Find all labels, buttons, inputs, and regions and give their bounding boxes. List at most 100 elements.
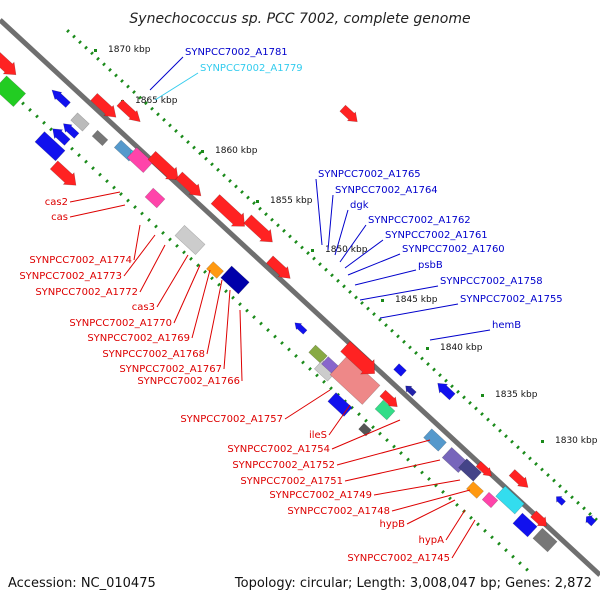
tick-mark [300, 245, 304, 250]
tick-mark [492, 423, 496, 428]
gene-label: SYNPCC7002_A1755 [460, 294, 563, 305]
tick-mark [114, 73, 118, 78]
gene-feature[interactable] [434, 379, 457, 401]
gene-feature[interactable] [292, 320, 308, 335]
tick-mark [49, 127, 53, 132]
tick-mark [534, 462, 538, 466]
ruler-label: 1840 kbp [440, 343, 483, 353]
gene-feature[interactable] [529, 509, 550, 530]
tick-mark [510, 439, 514, 444]
label-leader [149, 56, 184, 91]
tick-mark [354, 295, 358, 300]
gene-feature[interactable] [339, 339, 382, 381]
gene-feature[interactable] [49, 124, 72, 146]
gene-feature[interactable] [423, 428, 447, 452]
ruler-tick [201, 150, 204, 153]
tick-mark [28, 107, 32, 112]
tick-mark [245, 308, 249, 313]
gene-feature[interactable] [60, 120, 80, 140]
label-leader [354, 269, 417, 286]
tick-mark [438, 373, 442, 378]
tick-mark [516, 445, 520, 450]
tick-mark [126, 84, 130, 89]
tick-mark [90, 51, 94, 56]
tick-mark [216, 167, 220, 172]
tick-mark [364, 418, 368, 423]
gene-feature[interactable] [89, 92, 121, 123]
gene-feature[interactable] [265, 254, 295, 283]
gene-feature[interactable] [34, 131, 66, 162]
gene-feature[interactable] [327, 392, 353, 417]
gene-feature[interactable] [126, 147, 154, 173]
gene-feature[interactable] [374, 399, 396, 421]
tick-mark [420, 470, 424, 475]
tick-mark [504, 434, 508, 439]
gene-feature[interactable] [49, 86, 72, 108]
ruler-tick [256, 200, 259, 203]
gene-feature[interactable] [0, 75, 27, 108]
tick-mark [203, 269, 207, 274]
gene-feature[interactable] [379, 389, 402, 411]
gene-feature[interactable] [206, 261, 224, 279]
gene-feature[interactable] [49, 159, 82, 191]
gene-label: SYNPCC7002_A1774 [29, 255, 132, 266]
gene-label: psbB [418, 260, 443, 271]
gene-feature[interactable] [116, 98, 145, 126]
gene-feature[interactable] [91, 129, 109, 147]
gene-feature[interactable] [466, 481, 484, 499]
gene-feature[interactable] [144, 187, 166, 209]
gene-feature[interactable] [339, 104, 362, 126]
gene-feature[interactable] [0, 49, 21, 81]
tick-mark [138, 95, 142, 100]
gene-feature[interactable] [174, 225, 206, 255]
gene-feature[interactable] [554, 494, 567, 507]
gene-feature[interactable] [508, 468, 532, 492]
label-leader [327, 194, 334, 251]
gene-feature[interactable] [495, 485, 525, 515]
gene-feature[interactable] [512, 512, 538, 538]
tick-mark [35, 114, 39, 119]
tick-mark [182, 250, 186, 255]
gene-feature[interactable] [458, 458, 482, 482]
tick-mark [133, 205, 137, 209]
gene-feature[interactable] [308, 344, 328, 364]
label-leader [429, 329, 491, 341]
tick-mark [66, 29, 70, 33]
gene-feature[interactable] [583, 513, 597, 527]
tick-mark [315, 373, 319, 378]
tick-mark [150, 106, 154, 111]
gene-feature[interactable] [146, 150, 183, 186]
gene-feature[interactable] [70, 112, 90, 132]
gene-feature[interactable] [403, 383, 417, 397]
gene-feature[interactable] [532, 527, 558, 553]
tick-mark [144, 101, 148, 106]
tick-mark [204, 156, 208, 161]
label-leader [331, 419, 401, 450]
tick-mark [582, 506, 586, 511]
gene-label: SYNPCC7002_A1757 [180, 414, 283, 425]
gene-feature[interactable] [358, 422, 372, 437]
tick-mark [348, 289, 352, 294]
tick-mark [266, 328, 270, 332]
gene-feature[interactable] [220, 265, 250, 295]
tick-mark [392, 444, 396, 449]
gene-feature[interactable] [481, 491, 499, 509]
tick-mark [528, 456, 532, 461]
gene-feature[interactable] [209, 193, 251, 233]
tick-mark [180, 134, 184, 139]
tick-mark [175, 243, 179, 248]
ruler-label: 1865 kbp [135, 96, 178, 106]
tick-mark [96, 56, 100, 61]
tick-mark [396, 334, 400, 339]
tick-mark [455, 502, 459, 507]
tick-mark [426, 362, 430, 366]
gene-label: SYNPCC7002_A1764 [335, 185, 438, 196]
tick-mark [238, 302, 242, 307]
tick-mark [132, 90, 136, 95]
gene-feature[interactable] [475, 460, 495, 480]
gene-feature[interactable] [242, 213, 278, 248]
label-leader [328, 404, 351, 436]
gene-feature[interactable] [174, 170, 206, 201]
gene-label: cas [51, 212, 68, 223]
gene-feature[interactable] [393, 363, 407, 377]
